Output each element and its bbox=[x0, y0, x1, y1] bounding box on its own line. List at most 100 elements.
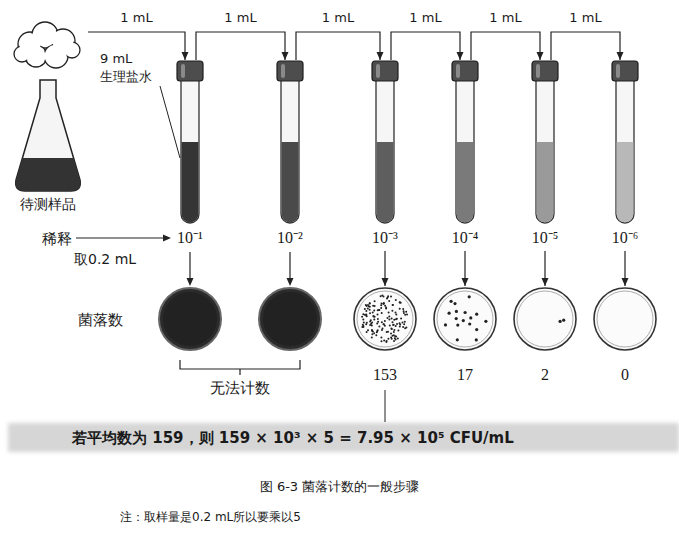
dilution-factor: 10⁻⁶ bbox=[603, 228, 647, 248]
colony-dot bbox=[380, 307, 382, 309]
step-label: 稀释 bbox=[42, 229, 72, 249]
colony-dot bbox=[399, 326, 401, 328]
colony-dot bbox=[390, 328, 392, 330]
colony-dot bbox=[361, 326, 363, 328]
arrow-head bbox=[622, 278, 629, 286]
connector bbox=[542, 251, 549, 286]
plate-rim bbox=[354, 288, 416, 350]
colony-dot bbox=[394, 335, 396, 337]
tube-liquid bbox=[182, 142, 199, 222]
edge-label: 1 mL bbox=[487, 10, 523, 25]
colony-dot bbox=[402, 321, 404, 323]
flask-drawing bbox=[8, 20, 88, 194]
colony-dot bbox=[455, 310, 458, 313]
colony-dot bbox=[403, 323, 405, 325]
flask-liquid bbox=[16, 158, 81, 191]
tube-liquid bbox=[457, 142, 474, 222]
colony-dot bbox=[385, 307, 387, 309]
colony-dot bbox=[381, 329, 383, 331]
colony-dot bbox=[402, 308, 404, 310]
colony-dot bbox=[369, 302, 371, 304]
edge-label: 1 mL bbox=[222, 10, 258, 25]
arrow-head bbox=[287, 278, 294, 286]
colony-dot bbox=[381, 312, 383, 314]
colony-dot bbox=[373, 332, 375, 334]
colony-dot bbox=[387, 331, 389, 333]
dilution-tube: 10⁻⁶ bbox=[603, 60, 647, 248]
colony-dot bbox=[377, 321, 379, 323]
colony-dot bbox=[363, 321, 365, 323]
colony-dot bbox=[388, 311, 390, 313]
colony-dot bbox=[381, 302, 383, 304]
colony-dot bbox=[387, 338, 389, 340]
colony-dot bbox=[395, 318, 397, 320]
tube-cap-shine bbox=[281, 64, 285, 78]
colony-dot bbox=[383, 303, 385, 305]
colony-dot bbox=[377, 318, 379, 320]
colony-dot bbox=[371, 322, 373, 324]
plate-rim bbox=[434, 288, 496, 350]
colony-dot bbox=[468, 295, 471, 298]
colony-dot bbox=[475, 338, 478, 341]
colony-dot bbox=[399, 301, 401, 303]
colony-dot bbox=[383, 296, 385, 298]
dense-plate bbox=[159, 288, 221, 350]
colony-dot bbox=[400, 302, 402, 304]
colony-dot bbox=[404, 327, 406, 329]
colony-dot bbox=[376, 322, 378, 324]
cotton-plug bbox=[15, 47, 28, 60]
dilution-factor: 10⁻³ bbox=[363, 228, 407, 248]
colony-dot bbox=[395, 311, 397, 313]
colony-dot bbox=[453, 302, 456, 305]
colony-dot bbox=[391, 328, 393, 330]
colony-dot bbox=[377, 313, 379, 315]
colony-dot bbox=[364, 308, 366, 310]
tube-liquid bbox=[377, 142, 394, 222]
colony-dot bbox=[365, 304, 367, 306]
tube-cap-shine bbox=[536, 64, 540, 78]
colony-dot bbox=[462, 319, 465, 322]
tube-liquid bbox=[537, 142, 554, 222]
colony-dot bbox=[393, 329, 395, 331]
connector bbox=[196, 32, 289, 60]
colony-dot bbox=[402, 326, 404, 328]
arrow-head bbox=[382, 278, 389, 286]
colony-dot bbox=[395, 299, 397, 301]
colony-count: 17 bbox=[430, 365, 500, 385]
dilution-tube: 10⁻⁴ bbox=[443, 60, 487, 248]
colony-dot bbox=[404, 314, 406, 316]
solution-label: 9 mL 生理盐水 bbox=[100, 50, 166, 86]
colony-dot bbox=[383, 323, 385, 325]
colony-dot bbox=[380, 304, 382, 306]
note-text: 注：取样量是0.2 mL所以要乘以5 bbox=[120, 509, 301, 525]
connector-line bbox=[551, 32, 620, 60]
row-label: 菌落数 bbox=[78, 310, 123, 330]
tube-glass bbox=[181, 76, 199, 223]
colony-dot bbox=[391, 310, 393, 312]
colony-dot bbox=[373, 309, 375, 311]
colony-dot bbox=[388, 318, 390, 320]
colony-dot bbox=[383, 323, 385, 325]
connector bbox=[296, 32, 384, 60]
colony-dot bbox=[399, 308, 401, 310]
colony-dot bbox=[377, 329, 379, 331]
colony-dot bbox=[361, 316, 363, 318]
test-tube bbox=[168, 60, 212, 228]
colony-dot bbox=[475, 328, 478, 331]
colony-count: 0 bbox=[590, 365, 660, 385]
culture-plate: 153 bbox=[350, 286, 420, 385]
colony-dot bbox=[369, 324, 371, 326]
formula-band bbox=[8, 423, 679, 452]
colony-dot bbox=[380, 295, 382, 297]
colony-dot bbox=[395, 336, 397, 338]
colony-dot bbox=[464, 311, 467, 314]
colony-dot bbox=[375, 334, 377, 336]
arrow-head bbox=[617, 52, 624, 60]
tube-glass bbox=[376, 76, 394, 223]
colony-dot bbox=[404, 321, 406, 323]
colony-dot bbox=[389, 325, 391, 327]
colony-dot bbox=[381, 340, 383, 342]
colony-dot bbox=[395, 338, 397, 340]
colony-dot bbox=[392, 304, 394, 306]
test-tube bbox=[523, 60, 567, 228]
